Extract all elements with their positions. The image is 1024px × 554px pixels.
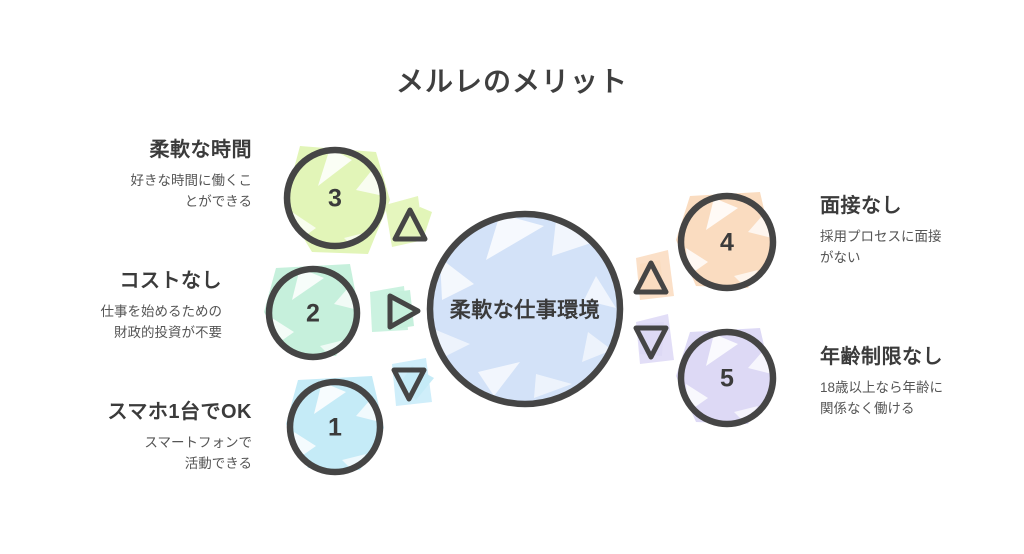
center-label: 柔軟な仕事環境 — [449, 299, 601, 322]
label-flexible-time: 柔軟な時間 好きな時間に働くこ とができる — [44, 138, 253, 213]
marker-triangle-right-mint — [386, 290, 421, 330]
label-no-cost-body: 仕事を始めるための 財政的投資が不要 — [14, 302, 223, 344]
node-circle-4[interactable] — [677, 192, 777, 292]
page-title: メルレのメリット — [395, 66, 628, 97]
marker-triangle-up-green — [392, 207, 432, 242]
label-flexible-time-body: 好きな時間に働くこ とができる — [44, 171, 253, 213]
label-smartphone-line2: 活動できる — [184, 455, 252, 471]
label-no-cost-heading: コストなし — [119, 270, 222, 292]
label-flexible-time-line2: とができる — [184, 193, 252, 209]
marker-triangle-down-blue — [391, 366, 434, 402]
label-no-interview-body: 採用プロセスに面接 がない — [820, 227, 1020, 269]
label-no-cost: コストなし 仕事を始めるための 財政的投資が不要 — [14, 269, 223, 344]
label-flexible-time-heading: 柔軟な時間 — [149, 139, 252, 161]
label-smartphone-body: スマートフォンで 活動できる — [52, 433, 252, 475]
node-circle-2[interactable] — [265, 265, 361, 361]
node-circle-5[interactable] — [677, 328, 777, 428]
node-circle-1[interactable] — [286, 378, 384, 476]
label-no-age-limit-line1: 18歳以上なら年齢に — [820, 380, 944, 395]
label-no-age-limit-body: 18歳以上なら年齢に 関係なく働ける — [820, 378, 1020, 420]
node-circle-3[interactable] — [283, 146, 387, 250]
label-no-interview: 面接なし 採用プロセスに面接 がない — [820, 194, 1020, 269]
label-no-age-limit-heading: 年齢制限なし — [820, 346, 943, 368]
label-no-interview-line2: がない — [820, 249, 861, 265]
label-no-age-limit: 年齢制限なし 18歳以上なら年齢に 関係なく働ける — [820, 345, 1020, 420]
label-smartphone-line1: スマートフォンで — [144, 435, 252, 450]
marker-triangle-down-lavender — [633, 322, 669, 360]
label-no-interview-line1: 採用プロセスに面接 — [820, 229, 942, 244]
label-no-interview-heading: 面接なし — [820, 195, 902, 217]
marker-triangle-up-peach — [633, 260, 669, 295]
label-no-age-limit-line2: 関係なく働ける — [820, 400, 915, 416]
label-no-cost-line2: 財政的投資が不要 — [114, 324, 222, 340]
label-smartphone-heading: スマホ1台でOK — [107, 401, 252, 423]
label-smartphone: スマホ1台でOK スマートフォンで 活動できる — [52, 400, 252, 475]
center-circle[interactable] — [426, 210, 624, 408]
label-flexible-time-line1: 好きな時間に働くこ — [130, 173, 253, 188]
label-no-cost-line1: 仕事を始めるための — [100, 304, 223, 319]
